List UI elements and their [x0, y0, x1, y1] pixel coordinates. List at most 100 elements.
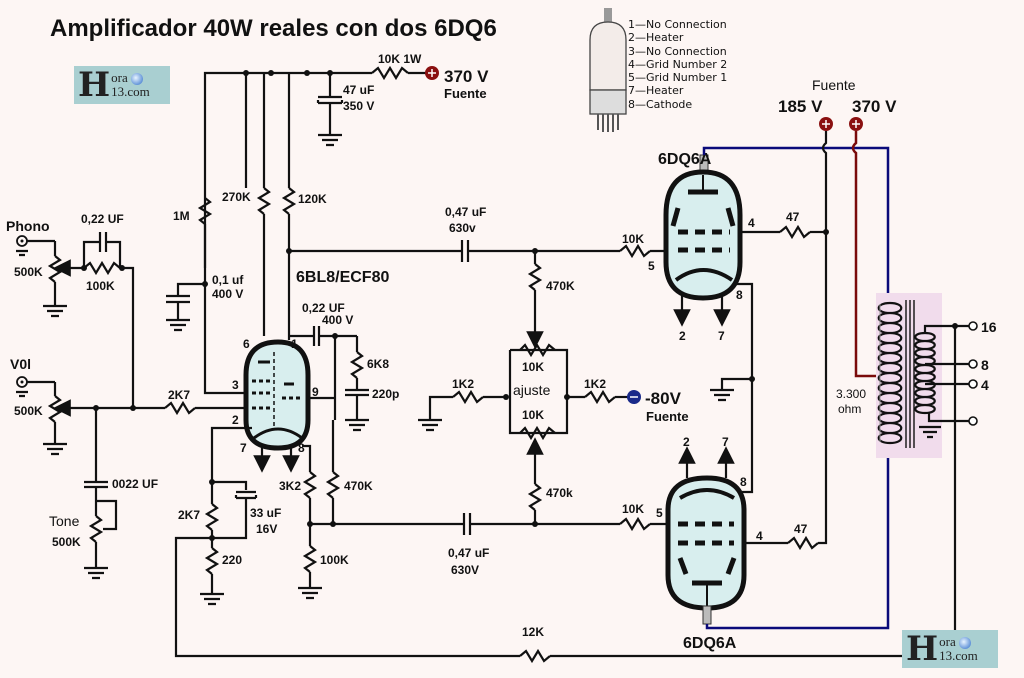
label-1m: 1M — [173, 209, 190, 223]
pin-4-top: 4 — [748, 216, 755, 230]
globe-icon — [130, 73, 143, 86]
pin-8-pre: 8 — [298, 441, 305, 455]
label-2k7-input: 2K7 — [168, 388, 190, 402]
legend-row: 4—Grid Number 2 — [628, 57, 728, 71]
supply-370v-top — [425, 66, 439, 80]
label-022uf-pre: 0,22 UF — [302, 301, 345, 315]
label-470k-top: 470K — [546, 279, 575, 293]
pot-phono — [47, 255, 63, 283]
label-470k-pi: 470K — [344, 479, 373, 493]
pin-6-pre: 6 — [243, 337, 250, 351]
resistor-12k-feedback — [519, 648, 551, 664]
output-transformer — [876, 293, 970, 640]
label-ohm: ohm — [838, 402, 861, 416]
label-10k-1w: 10K 1W — [378, 52, 422, 66]
label-6bl8: 6BL8/ECF80 — [296, 269, 389, 286]
label-fuente-right: Fuente — [812, 77, 856, 93]
label-630v-bot: 630V — [451, 563, 479, 577]
pin-5-bot: 5 — [656, 506, 663, 520]
label-01uf: 0,1 uf — [212, 273, 244, 287]
label-tone: Tone — [49, 513, 80, 529]
label-trim-bot: 10K — [522, 408, 544, 422]
label-tap-4: 4 — [981, 377, 989, 393]
pin-8-top: 8 — [736, 288, 743, 302]
label-3300: 3.300 — [836, 387, 866, 401]
bias-adjust[interactable] — [508, 342, 569, 441]
pin-7-top: 7 — [718, 329, 725, 343]
tube-pinout-illustration — [589, 8, 627, 132]
label-10k-bot: 10K — [622, 502, 644, 516]
label-350v: 350 V — [343, 99, 374, 113]
resistor-2k7-cathode — [204, 503, 220, 531]
resistor-10k-1w — [371, 65, 409, 81]
pin-3-pre: 3 — [232, 378, 239, 392]
label-100k-phono: 100K — [86, 279, 115, 293]
label-047uf-top: 0,47 uF — [445, 205, 486, 219]
label-500k-vol: 500K — [14, 404, 43, 418]
label-12k: 12K — [522, 625, 544, 639]
resistor-1k2-right — [584, 389, 616, 405]
label-500k-phono: 500K — [14, 265, 43, 279]
label-500k-tone: 500K — [52, 535, 81, 549]
phono-jack[interactable] — [16, 235, 57, 257]
resistor-100k-phono — [83, 260, 121, 276]
resistor-47-top — [779, 224, 811, 240]
label-minus-80v: -80V — [645, 389, 682, 408]
label-370v-top: 370 V — [444, 67, 489, 86]
pin-2-bot: 2 — [683, 435, 690, 449]
legend-row: 7—Heater — [628, 84, 684, 98]
label-1k2-right: 1K2 — [584, 377, 606, 391]
output-taps[interactable] — [968, 321, 978, 426]
pin-5-top: 5 — [648, 259, 655, 273]
pin-8-bot: 8 — [740, 475, 747, 489]
legend-row: 8—Cathode — [628, 97, 693, 111]
pin-7-pre: 7 — [240, 441, 247, 455]
resistor-470k-pi — [325, 471, 341, 499]
pot-tone — [88, 515, 104, 543]
label-630v-top: 630v — [449, 221, 476, 235]
label-trim-top: 10K — [522, 360, 544, 374]
vol-jack[interactable] — [16, 376, 57, 398]
resistor-3k2 — [302, 471, 318, 499]
pin-7-bot: 7 — [722, 435, 729, 449]
tube-6dq6a-bot — [665, 475, 747, 625]
label-220p: 220p — [372, 387, 399, 401]
resistor-470k-bot — [527, 483, 543, 511]
resistor-10k-grid-top — [619, 243, 651, 259]
globe-icon — [958, 637, 971, 650]
pin-2-top: 2 — [679, 329, 686, 343]
label-fuente-bias: Fuente — [646, 409, 689, 424]
label-100k-pi: 100K — [320, 553, 349, 567]
label-470k-bot: 470k — [546, 486, 573, 500]
label-47-bot: 47 — [794, 522, 808, 536]
label-220: 220 — [222, 553, 242, 567]
label-tap-8: 8 — [981, 357, 989, 373]
resistor-6k8 — [349, 351, 365, 379]
legend-row: 2—Heater — [628, 31, 684, 45]
supply-370v-right — [849, 117, 863, 131]
label-47uf: 47 uF — [343, 83, 374, 97]
diagram-title: Amplificador 40W reales con dos 6DQ6 — [50, 15, 497, 42]
resistor-270k — [256, 187, 272, 215]
label-3k2: 3K2 — [279, 479, 301, 493]
logo-initial: H — [906, 629, 939, 669]
pin-1-pre: 1 — [291, 337, 298, 351]
resistor-1m — [197, 197, 213, 225]
resistor-10k-grid-bot — [619, 516, 651, 532]
tube-6dq6a-top — [663, 154, 743, 301]
label-2k7-cathode: 2K7 — [178, 508, 200, 522]
label-47-top: 47 — [786, 210, 800, 224]
legend-row: 1—No Connection — [628, 18, 727, 31]
label-10k-top: 10K — [622, 232, 644, 246]
tube-6bl8 — [243, 339, 311, 451]
label-1k2-left: 1K2 — [452, 377, 474, 391]
label-120k: 120K — [298, 192, 327, 206]
supply-185v — [819, 117, 833, 131]
label-ajuste: ajuste — [513, 382, 551, 398]
label-185v: 185 V — [778, 97, 823, 116]
logo-text-2: 13.com — [939, 648, 978, 664]
label-400v-pre: 400 V — [322, 313, 353, 327]
